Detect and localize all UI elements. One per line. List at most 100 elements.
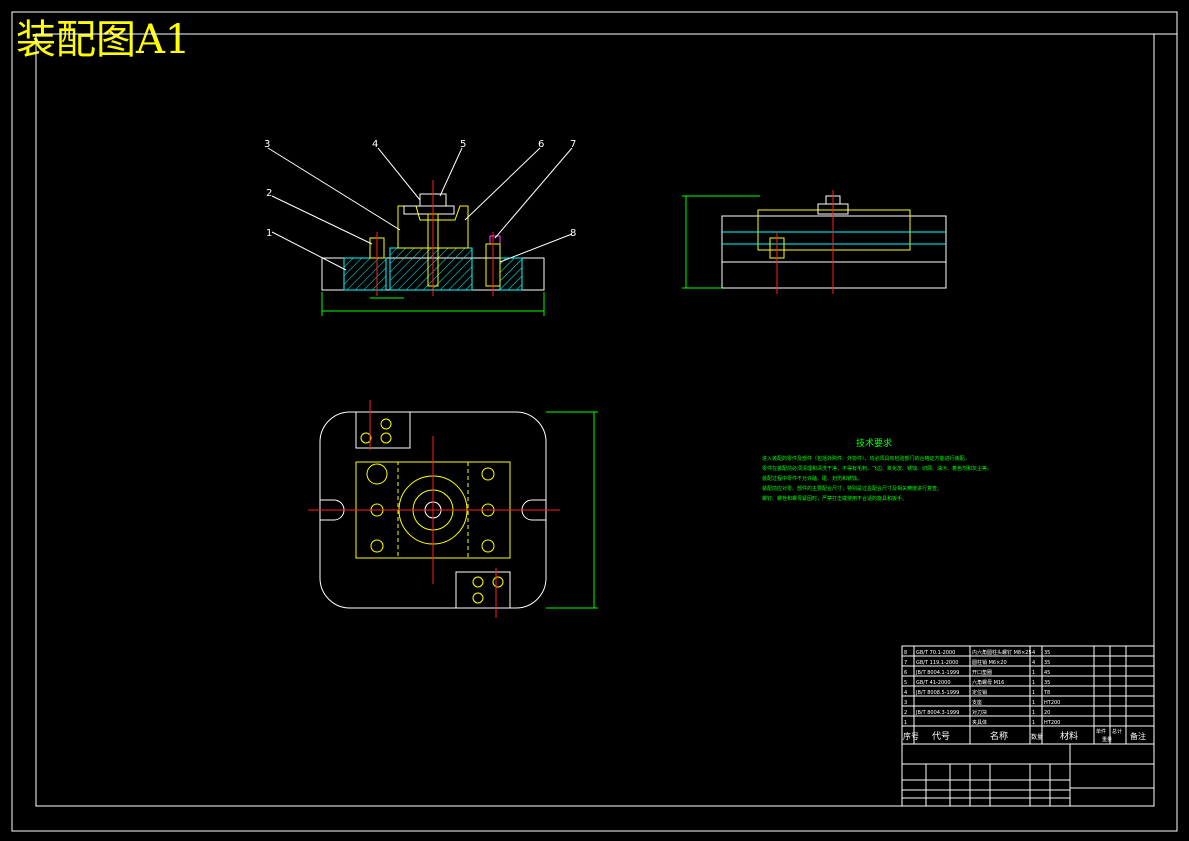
header-code: 代号 bbox=[932, 731, 950, 742]
block-bottom-hole-2 bbox=[492, 576, 504, 588]
row-7-name: 圆柱销 M6×20 bbox=[972, 659, 1007, 666]
tech-line-3: 装配过程中零件不允许磕、碰、划伤和锈蚀。 bbox=[762, 475, 862, 482]
header-qty: 数量 bbox=[1031, 733, 1043, 741]
row-3-qty: 1 bbox=[1032, 700, 1035, 706]
row-1-no: 1 bbox=[904, 720, 907, 726]
leader-3 bbox=[267, 147, 401, 231]
balloon-5: 5 bbox=[460, 139, 466, 150]
row-5-material: 35 bbox=[1044, 680, 1050, 686]
title-block: 8 GB/T 70.1-2000 内六角圆柱头螺钉 M8×25 4 35 7 G… bbox=[901, 645, 1155, 807]
base-section-right bbox=[499, 257, 523, 291]
row-4-material: T8 bbox=[1043, 690, 1050, 696]
screw-hole-tr bbox=[481, 467, 495, 481]
row-3-material: HT200 bbox=[1044, 700, 1060, 706]
header-weight: 重量 bbox=[1102, 736, 1112, 743]
row-5-qty: 1 bbox=[1032, 680, 1035, 686]
tech-line-4: 装配前应对零、部件的主要配合尺寸，特别是过盈配合尺寸及相关精度进行复查。 bbox=[762, 485, 942, 492]
row-2-name: 对刀块 bbox=[972, 709, 987, 716]
row-2-no: 2 bbox=[904, 710, 907, 716]
row-6-name: 开口垫圈 bbox=[972, 669, 992, 676]
row-2-qty: 1 bbox=[1032, 710, 1035, 716]
outer-border bbox=[11, 11, 1178, 832]
row-2-code: JB/T 8004.3-1999 bbox=[915, 710, 959, 716]
row-6-material: 45 bbox=[1044, 670, 1050, 676]
row-6-code: JB/T 8004.1-1999 bbox=[915, 670, 959, 676]
row-4-qty: 1 bbox=[1032, 690, 1035, 696]
leader-6 bbox=[464, 147, 541, 221]
row-5-no: 5 bbox=[904, 680, 907, 686]
row-4-no: 4 bbox=[904, 690, 907, 696]
leader-1 bbox=[271, 231, 347, 271]
row-3-name: 支座 bbox=[972, 699, 982, 706]
tech-line-5: 螺钉、螺栓和螺母紧固时，严禁打击或使用不合适的旋具和扳手。 bbox=[762, 495, 907, 502]
balloon-leaders bbox=[267, 147, 573, 271]
row-4-code: JB/T 8008.5-1999 bbox=[915, 690, 959, 696]
row-7-qty: 4 bbox=[1032, 660, 1035, 666]
header-total-weight: 总计 bbox=[1112, 728, 1122, 735]
balloon-6: 6 bbox=[538, 139, 544, 150]
block-top-hole-1 bbox=[360, 432, 372, 444]
locating-pin-magenta bbox=[489, 235, 501, 245]
row-6-qty: 1 bbox=[1032, 670, 1035, 676]
row-5-code: GB/T 41-2000 bbox=[916, 680, 951, 686]
row-7-material: 35 bbox=[1044, 660, 1050, 666]
tech-requirements: 技术要求 进入装配的零件及部件（包括外购件、外协件），均必须具有检验部门的合格证… bbox=[762, 437, 992, 502]
inner-border bbox=[35, 33, 1155, 807]
header-no: 序号 bbox=[903, 731, 919, 741]
row-8-name: 内六角圆柱头螺钉 M8×25 bbox=[972, 649, 1032, 656]
setting-block-bottom bbox=[455, 571, 511, 609]
balloon-4: 4 bbox=[372, 139, 378, 150]
top-view bbox=[308, 400, 598, 618]
tech-line-2: 零件在装配前必须清理和清洗干净，不得有毛刺、飞边、氧化皮、锈蚀、切屑、油污、着色… bbox=[762, 465, 992, 472]
header-unit-weight: 单件 bbox=[1096, 728, 1106, 735]
front-section-view bbox=[321, 180, 545, 316]
leader-4 bbox=[377, 147, 421, 201]
row-8-no: 8 bbox=[904, 650, 907, 656]
balloon-7: 7 bbox=[570, 139, 576, 150]
balloon-labels: 1 2 3 4 5 6 7 8 bbox=[264, 139, 576, 239]
screw-hole-br bbox=[481, 539, 495, 553]
sheet-title: 装配图A1 bbox=[16, 17, 191, 63]
block-bottom-hole-1 bbox=[472, 576, 484, 588]
leader-2 bbox=[271, 195, 373, 245]
side-body bbox=[721, 215, 947, 263]
header-remark: 备注 bbox=[1130, 731, 1146, 741]
side-view bbox=[682, 190, 947, 294]
tech-line-1: 进入装配的零件及部件（包括外购件、外协件），均必须具有检验部门的合格证方能进行装… bbox=[762, 455, 970, 462]
leader-7 bbox=[494, 147, 573, 239]
open-washer bbox=[403, 205, 455, 215]
row-3-no: 3 bbox=[904, 700, 907, 706]
leader-8 bbox=[499, 233, 573, 263]
balloon-2: 2 bbox=[266, 188, 272, 199]
balloon-3: 3 bbox=[264, 139, 270, 150]
pin-hole-tl bbox=[366, 463, 388, 485]
row-4-name: 定位销 bbox=[972, 689, 987, 696]
row-1-qty: 1 bbox=[1032, 720, 1035, 726]
row-5-name: 六角螺母 M16 bbox=[972, 679, 1004, 686]
balloon-1: 1 bbox=[266, 228, 272, 239]
tech-heading: 技术要求 bbox=[856, 437, 892, 449]
base-section-center bbox=[389, 247, 473, 291]
block-top-hole-3 bbox=[380, 432, 392, 444]
row-8-material: 35 bbox=[1044, 650, 1050, 656]
row-2-material: 20 bbox=[1044, 710, 1050, 716]
block-top-hole-2 bbox=[380, 418, 392, 430]
row-6-no: 6 bbox=[904, 670, 907, 676]
side-clamp bbox=[757, 209, 911, 251]
setting-block-top bbox=[355, 411, 411, 449]
header-name: 名称 bbox=[990, 730, 1008, 742]
block-bottom-hole-3 bbox=[472, 592, 484, 604]
row-1-name: 夹具体 bbox=[972, 719, 987, 726]
leader-5 bbox=[439, 147, 463, 197]
header-material: 材料 bbox=[1060, 730, 1078, 742]
row-7-no: 7 bbox=[904, 660, 907, 666]
row-8-code: GB/T 70.1-2000 bbox=[916, 650, 955, 656]
row-7-code: GB/T 119.1-2000 bbox=[916, 660, 958, 666]
balloon-8: 8 bbox=[570, 228, 576, 239]
base-section-left bbox=[343, 257, 387, 291]
side-base bbox=[721, 261, 947, 289]
row-8-qty: 4 bbox=[1032, 650, 1035, 656]
row-1-material: HT200 bbox=[1044, 720, 1060, 726]
screw-hole-bl bbox=[370, 539, 384, 553]
